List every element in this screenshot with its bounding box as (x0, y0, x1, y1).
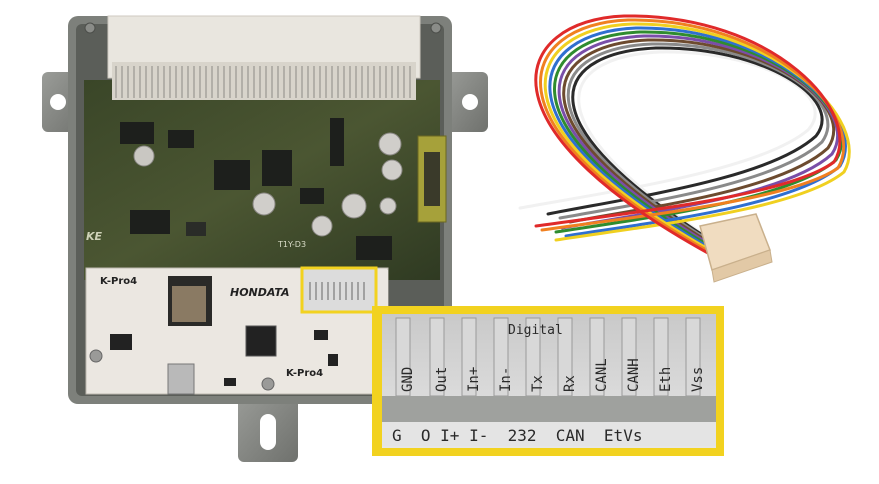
wire (518, 50, 817, 234)
ecu-enclosure: T1Y-D3 KE K-Pro4 HONDATA K-Pro4 (42, 15, 488, 462)
capacitor (381, 159, 403, 181)
kpro4-shield: K-Pro4 HONDATA K-Pro4 (85, 266, 389, 395)
wire (546, 46, 824, 238)
capacitor (133, 145, 155, 167)
pcb-brand-fragment: KE (86, 230, 103, 243)
pin-label: Eth (658, 367, 674, 392)
pin-label: In- (498, 367, 514, 392)
wire (562, 38, 836, 246)
usb-port (167, 363, 195, 395)
pcb-code: T1Y-D3 (277, 240, 306, 249)
wire (543, 22, 851, 262)
digital-group-label: Digital (508, 323, 563, 338)
screw (430, 22, 442, 34)
mount-hole (50, 94, 66, 110)
pin-label: GND (400, 367, 416, 392)
harness-plug (699, 213, 773, 283)
capacitor (379, 197, 397, 215)
brand-label: HONDATA (230, 286, 290, 299)
wiring-harness (518, 14, 851, 270)
capacitor (378, 132, 402, 156)
capacitor (252, 192, 276, 216)
capacitor (311, 215, 333, 237)
pin-label: Rx (562, 375, 578, 392)
screw (84, 22, 96, 34)
capacitor (341, 193, 367, 219)
model-label-top: K-Pro4 (100, 276, 137, 287)
mount-slot (260, 414, 276, 450)
wire (558, 42, 830, 242)
model-label-bottom: K-Pro4 (286, 368, 323, 379)
pcb-components: T1Y-D3 KE (86, 118, 447, 260)
mount-hole (462, 94, 478, 110)
wire (539, 18, 845, 266)
pin-label: CANL (594, 358, 610, 392)
bottom-legend: G O I+ I- 232 CAN EtVs (392, 426, 642, 445)
digital-io-header (300, 266, 378, 314)
connector-pins (115, 66, 411, 98)
pin-label: Vss (690, 367, 706, 392)
wire (534, 14, 842, 270)
pin-label: Tx (530, 375, 546, 392)
pin-labels: GND Out In+ In- Tx Rx CANL CANH Eth Vss (400, 358, 706, 392)
pin-label: Out (434, 367, 450, 392)
processor-chip (245, 325, 277, 357)
wire (548, 26, 847, 258)
pin-label: CANH (626, 358, 642, 392)
zoom-inset: Digital GND Out In+ In- Tx Rx CANL CANH … (372, 306, 724, 456)
pin-label: In+ (466, 367, 482, 392)
